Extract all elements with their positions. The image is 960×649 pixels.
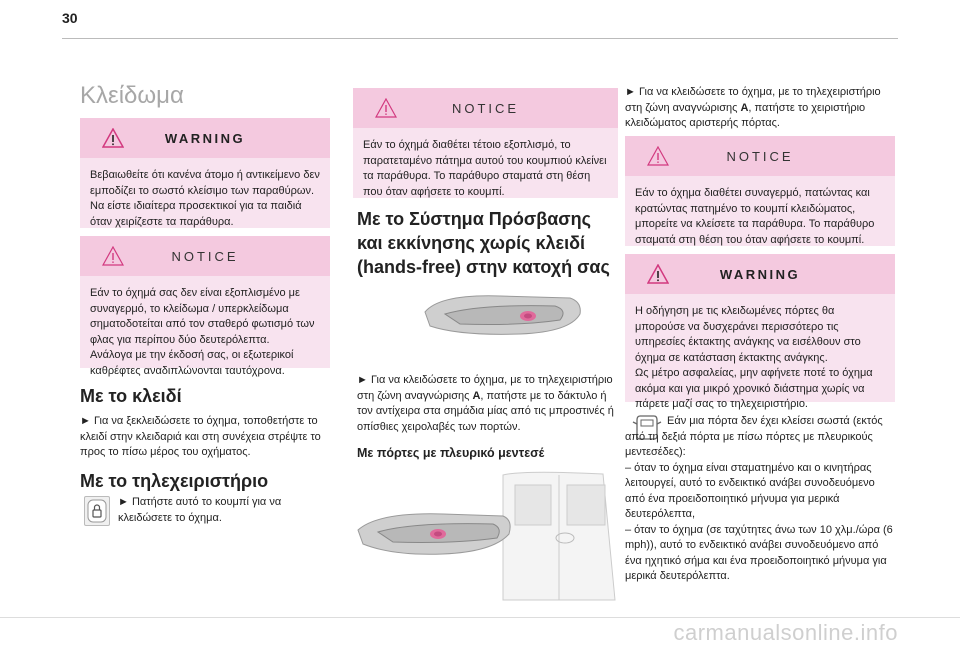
left-door-lock-instructions: ► Για να κλειδώσετε το όχημα, με το τηλε… [625, 85, 895, 132]
notice-triangle-icon [102, 246, 124, 266]
warning-box-windows: WARNING Βεβαιωθείτε ότι κανένα άτομο ή α… [80, 118, 330, 228]
notice-text: Εάν το όχημα διαθέτει συναγερμό, πατώντα… [635, 187, 875, 246]
watermark: carmanualsonline.info [673, 620, 898, 645]
top-divider [62, 38, 898, 39]
key-instructions: ► Για να ξεκλειδώσετε το όχημα, τοποθετή… [80, 415, 321, 458]
warning-box-header: WARNING [80, 118, 330, 158]
handsfree-heading: Με το Σύστημα Πρόσβασης και εκκίνησης χω… [357, 209, 610, 277]
warning-box-locked-doors: WARNING Η οδήγηση με τις κλειδωμένες πόρ… [625, 254, 895, 410]
warning-label: WARNING [164, 130, 246, 146]
section-title: Κλείδωμα [80, 82, 184, 109]
warning-triangle-icon [647, 264, 669, 284]
handsfree-text-part2: , πατήστε με το δάκτυλο ή τον αντίχειρα … [357, 389, 614, 433]
footer-divider [0, 617, 960, 618]
door-handle-illustration [424, 295, 581, 335]
notice-box-alarm: NOTICE Εάν το όχημά σας δεν είναι εξοπλι… [80, 236, 330, 377]
remote-instructions: ► Πατήστε αυτό το κουμπί για να κλειδώσε… [118, 496, 282, 524]
notice-box-windows-close: NOTICE Εάν το όχημά διαθέτει τέτοιο εξοπ… [353, 88, 618, 198]
notice-triangle-icon [647, 146, 669, 166]
notice-triangle-icon [375, 98, 397, 118]
notice-box-alarm-windows: NOTICE Εάν το όχημα διαθέτει συναγερμό, … [625, 136, 895, 246]
side-hinged-doors-heading: Με πόρτες με πλευρικό μεντεσέ [357, 446, 545, 460]
notice-box-header: NOTICE [625, 136, 895, 176]
door-open-warning-text: Εάν μια πόρτα δεν έχει κλείσει σωστά (εκ… [625, 415, 893, 582]
remote-lock-button-icon [84, 496, 110, 526]
remote-heading: Με το τηλεχειριστήριο [80, 471, 269, 491]
notice-label: NOTICE [451, 100, 520, 116]
warning-text: Βεβαιωθείτε ότι κανένα άτομο ή αντικείμε… [90, 169, 320, 228]
zone-a-label: A [472, 389, 481, 402]
notice-label: NOTICE [171, 248, 239, 264]
key-heading: Με το κλειδί [80, 386, 182, 406]
notice-text: Εάν το όχημά διαθέτει τέτοιο εξοπλισμό, … [363, 139, 607, 198]
warning-box-header: WARNING [625, 254, 895, 294]
handsfree-instructions: ► Για να κλειδώσετε το όχημα, με το τηλε… [357, 373, 619, 435]
rear-doors-handle-illustration [357, 471, 616, 601]
warning-text: Η οδήγηση με τις κλειδωμένες πόρτες θα μ… [635, 305, 873, 410]
door-open-warning-icon [632, 415, 662, 440]
left-door-text-part2: , πατήστε το χειριστήριο κλειδώματος αρι… [625, 101, 866, 130]
page-number: 30 [62, 10, 78, 26]
notice-box-header: NOTICE [353, 88, 618, 128]
zone-a-label-2: A [740, 101, 749, 114]
left-door-text-part1: ► Για να κλειδώσετε το όχημα, με το τηλε… [625, 86, 881, 114]
warning-triangle-icon [102, 128, 124, 148]
warning-label: WARNING [719, 266, 801, 282]
notice-label: NOTICE [726, 148, 794, 164]
notice-box-header: NOTICE [80, 236, 330, 276]
handsfree-text-part1: ► Για να κλειδώσετε το όχημα, με το τηλε… [357, 374, 613, 402]
notice-text: Εάν το όχημά σας δεν είναι εξοπλισμένο μ… [90, 287, 315, 377]
